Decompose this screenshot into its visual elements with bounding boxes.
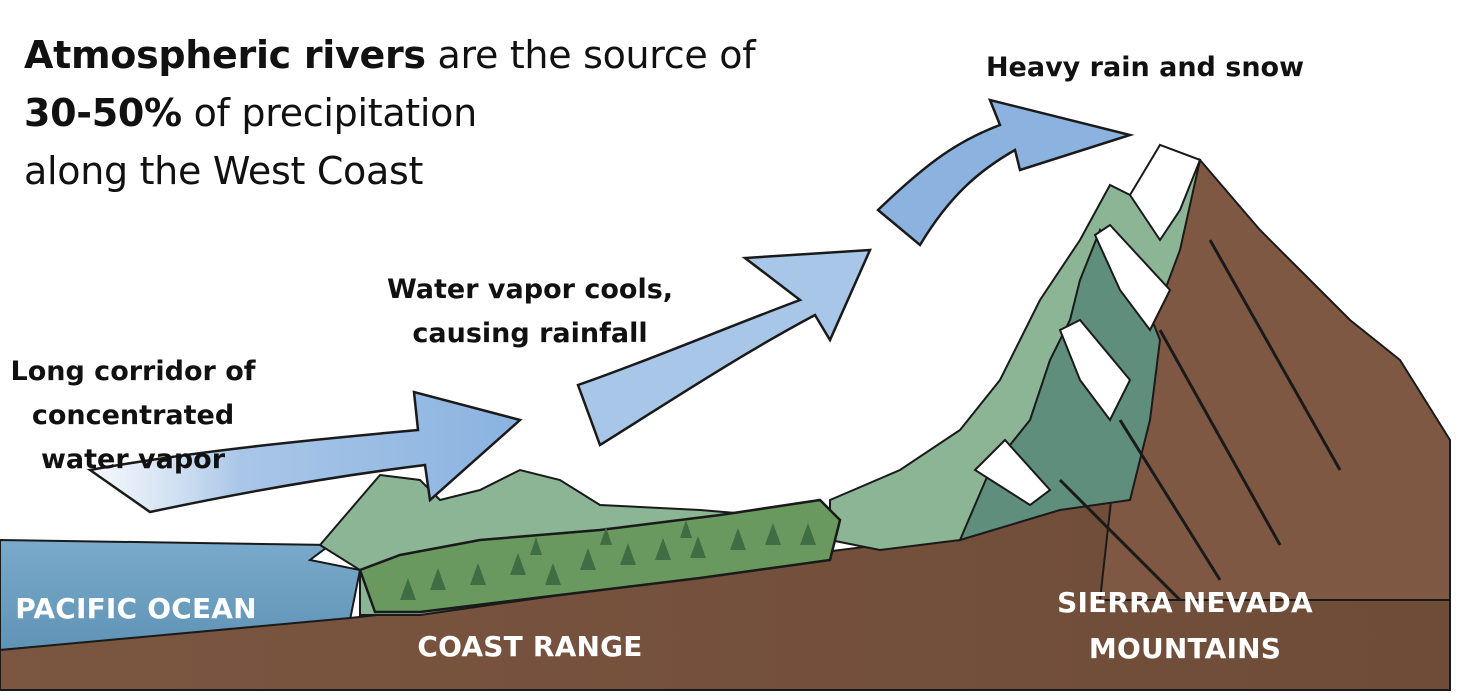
- cools-label: Water vapor cools, causing rainfall: [375, 268, 685, 356]
- cools-label-line-2: causing rainfall: [375, 312, 685, 356]
- sierra-nevada-label: SIERRA NEVADA MOUNTAINS: [1040, 580, 1330, 672]
- headline-rest-2: of precipitation: [182, 91, 477, 135]
- headline-line-3: along the West Coast: [24, 142, 755, 200]
- headline-line-2: 30-50% of precipitation: [24, 84, 755, 142]
- pacific-ocean-label: PACIFIC OCEAN: [0, 586, 272, 632]
- sierra-label-line-1: SIERRA NEVADA: [1040, 580, 1330, 626]
- headline-line-1: Atmospheric rivers are the source of: [24, 26, 755, 84]
- headline-rest-1: are the source of: [426, 33, 756, 77]
- coast-range-label: COAST RANGE: [400, 624, 660, 670]
- headline-bold-1: Atmospheric rivers: [24, 33, 426, 77]
- corridor-label-line-1: Long corridor of: [8, 350, 258, 394]
- cools-label-line-1: Water vapor cools,: [375, 268, 685, 312]
- heavy-label: Heavy rain and snow: [970, 46, 1320, 90]
- corridor-label: Long corridor of concentrated water vapo…: [8, 350, 258, 482]
- corridor-label-line-2: concentrated: [8, 394, 258, 438]
- headline: Atmospheric rivers are the source of 30-…: [24, 26, 755, 200]
- sierra-label-line-2: MOUNTAINS: [1040, 626, 1330, 672]
- corridor-label-line-3: water vapor: [8, 438, 258, 482]
- headline-bold-2: 30-50%: [24, 91, 182, 135]
